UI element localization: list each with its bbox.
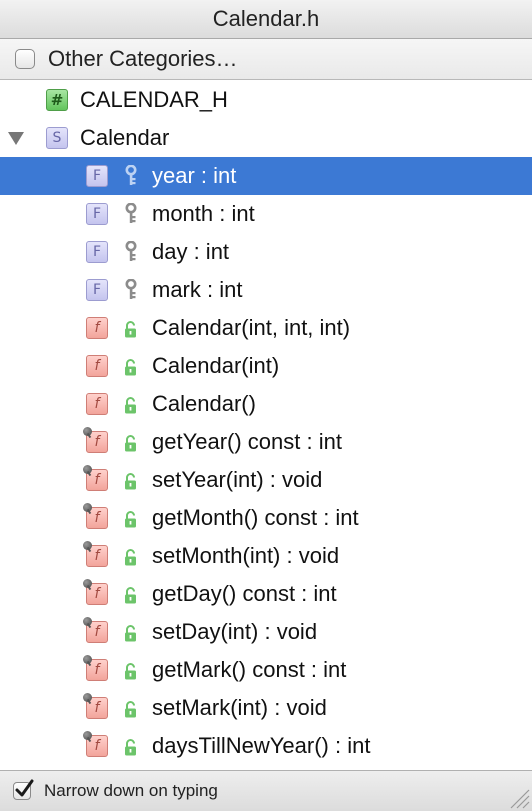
resize-grip-icon[interactable] — [504, 783, 530, 809]
field-badge-icon: F — [86, 241, 108, 263]
tree-row[interactable]: # CALENDAR_H — [0, 81, 532, 119]
tree-item-label: Calendar — [80, 125, 170, 150]
tree-row[interactable]: f Calendar() — [0, 385, 532, 423]
pin-icon — [83, 427, 92, 436]
key-icon — [125, 241, 137, 261]
pin-icon — [83, 693, 92, 702]
function-badge-icon: f — [86, 355, 108, 377]
tree-item-label: setYear(int) : void — [152, 467, 323, 492]
open-lock-icon — [125, 321, 136, 338]
other-categories-checkbox[interactable] — [15, 49, 35, 69]
pin-icon — [83, 465, 92, 474]
tree-row[interactable]: f Calendar(int, int, int) — [0, 309, 532, 347]
tree-item-label: year : int — [152, 163, 237, 188]
window-title: Calendar.h — [212, 6, 320, 31]
pin-icon — [83, 541, 92, 550]
struct-badge-icon: S — [46, 127, 68, 149]
open-lock-icon — [125, 701, 136, 718]
other-categories-row[interactable]: Other Categories… — [0, 39, 532, 80]
tree-item-label: getMark() const : int — [152, 657, 347, 682]
checkmark-icon — [15, 779, 34, 797]
tree-row[interactable]: S Calendar — [0, 119, 532, 157]
key-icon — [125, 165, 137, 185]
open-lock-icon — [125, 625, 136, 642]
function-badge-icon: f — [86, 393, 108, 415]
tree-item-label: getDay() const : int — [152, 581, 337, 606]
key-icon — [125, 203, 137, 223]
tree-item-label: Calendar(int) — [152, 353, 280, 378]
pin-icon — [83, 503, 92, 512]
hash-badge-icon: # — [46, 89, 68, 111]
tree-item-label: mark : int — [152, 277, 243, 302]
tree-item-label: day : int — [152, 239, 230, 264]
tree-item-label: setMonth(int) : void — [152, 543, 340, 568]
tree-item-label: setDay(int) : void — [152, 619, 318, 644]
field-badge-icon: F — [86, 165, 108, 187]
narrow-down-checkbox[interactable] — [13, 779, 34, 800]
other-categories-label: Other Categories… — [48, 46, 238, 71]
open-lock-icon — [125, 473, 136, 490]
tree-item-label: daysTillNewYear() : int — [152, 733, 371, 758]
tree-item-label: setMark(int) : void — [152, 695, 327, 720]
open-lock-icon — [125, 549, 136, 566]
footer-bar: Narrow down on typing — [0, 770, 532, 811]
key-icon — [125, 279, 137, 299]
pin-icon — [83, 655, 92, 664]
window-titlebar: Calendar.h — [0, 0, 532, 39]
tree-item-label: Calendar(int, int, int) — [152, 315, 351, 340]
pin-icon — [83, 617, 92, 626]
pin-icon — [83, 579, 92, 588]
tree-item-label: month : int — [152, 201, 255, 226]
open-lock-icon — [125, 587, 136, 604]
field-badge-icon: F — [86, 279, 108, 301]
field-badge-icon: F — [86, 203, 108, 225]
open-lock-icon — [125, 397, 136, 414]
open-lock-icon — [125, 663, 136, 680]
open-lock-icon — [125, 359, 136, 376]
function-badge-icon: f — [86, 317, 108, 339]
open-lock-icon — [125, 511, 136, 528]
tree-item-label: Calendar() — [152, 391, 256, 416]
tree-row[interactable]: f Calendar(int) — [0, 347, 532, 385]
narrow-down-label: Narrow down on typing — [44, 781, 218, 800]
pin-icon — [83, 731, 92, 740]
disclosure-triangle-icon[interactable] — [8, 132, 24, 145]
open-lock-icon — [125, 739, 136, 756]
tree-item-label: getYear() const : int — [152, 429, 342, 454]
open-lock-icon — [125, 435, 136, 452]
tree-item-label: getMonth() const : int — [152, 505, 359, 530]
tree-item-label: CALENDAR_H — [80, 87, 228, 112]
